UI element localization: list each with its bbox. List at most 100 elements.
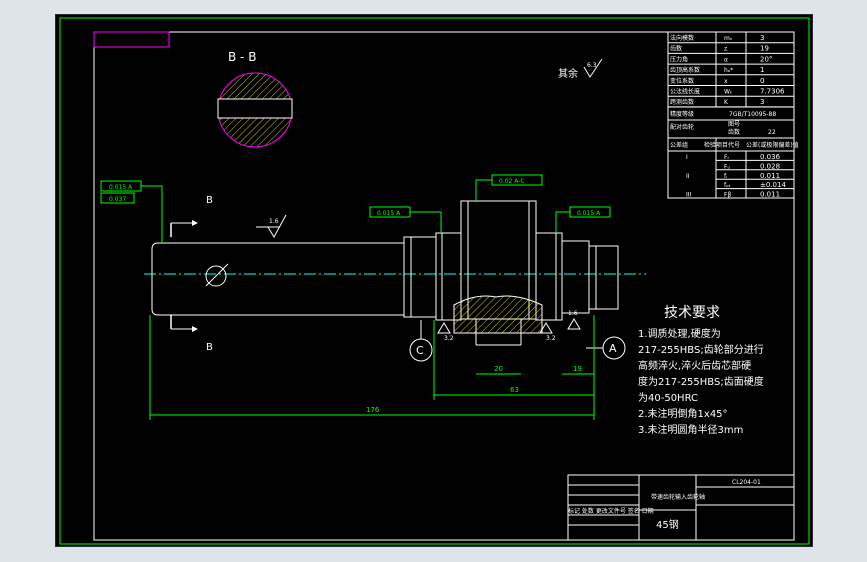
datum-a-marker: A (586, 336, 626, 360)
gear-param-symbol: x (724, 78, 728, 85)
svg-text:63: 63 (510, 386, 519, 394)
svg-text:0.02 A-C: 0.02 A-C (499, 178, 525, 185)
corner-box (93, 31, 170, 48)
gear-param-row: 法向模数 mₙ 3 (668, 34, 794, 44)
gear-param-symbol: Wₖ (724, 89, 733, 96)
tolerance-group-row: fₚₜ ±0.014 (716, 181, 794, 189)
tolerance-group-label: II (686, 173, 690, 180)
gear-param-value: 7.7306 (760, 88, 785, 96)
gear-param-value: 20° (760, 55, 772, 63)
surface-finish-label: 其余 (558, 67, 578, 80)
tolerance-frame-right: 0.015 A (555, 206, 611, 233)
gear-param-value: 0 (760, 77, 764, 85)
tolerance-group-label: I (686, 154, 688, 161)
dimension-overall: 176 (149, 315, 595, 420)
gear-param-row: 齿顶高系数 hₐ* 1 (668, 66, 794, 76)
section-view-label: B - B (228, 50, 256, 64)
tolerance-group-label: III (686, 192, 692, 199)
tolerance-frame-left: 0.015 A 0.037 (100, 180, 163, 243)
title-sign-row: 标记 处数 更改文件号 签名 日期 (568, 507, 654, 515)
gear-param-value: 3 (760, 98, 764, 106)
svg-text:图号: 图号 (728, 121, 740, 128)
gear-param-symbol: K (724, 99, 729, 106)
svg-text:C: C (416, 344, 424, 357)
svg-text:0.015 A: 0.015 A (377, 210, 401, 217)
tech-requirement-line: 3.未注明圆角半径3mm (638, 423, 743, 436)
svg-text:22: 22 (768, 129, 776, 136)
tolerance-code: fᵢ (724, 173, 727, 180)
gear-param-symbol: hₐ* (724, 67, 733, 74)
svg-text:A: A (609, 342, 617, 355)
tech-requirement-line: 度为217-255HBS;齿面硬度 (638, 375, 764, 388)
svg-text:检验项目代号: 检验项目代号 (704, 141, 740, 149)
svg-text:1.6: 1.6 (568, 310, 578, 317)
gear-param-symbol: mₙ (724, 35, 733, 42)
tolerance-code: fₚₜ (724, 182, 731, 189)
roughness-symbol-1: 1.6 (256, 214, 287, 239)
svg-text:齿数: 齿数 (728, 128, 740, 136)
tech-requirement-line: 2.未注明倒角1x45° (638, 407, 728, 420)
svg-text:7GB/T10095-88: 7GB/T10095-88 (729, 111, 776, 118)
tolerance-value: ±0.014 (760, 181, 786, 189)
svg-text:0.015 A: 0.015 A (577, 210, 601, 217)
gear-param-row: 公法线长度 Wₖ 7.7306 (668, 88, 794, 97)
tolerance-frame-middle: 0.015 A (369, 206, 442, 233)
svg-text:176: 176 (366, 406, 380, 414)
gear-param-name: 压力角 (670, 55, 688, 63)
svg-text:3.2: 3.2 (444, 335, 454, 342)
gear-param-name: 公法线长度 (670, 88, 700, 96)
dimension-end: 19 (562, 365, 594, 375)
surface-finish-symbol: 6.3 (583, 58, 603, 78)
dimension-hub: 20 (476, 365, 521, 375)
gear-param-row: 齿数 z 19 (668, 45, 794, 54)
svg-text:20: 20 (494, 365, 503, 373)
svg-text:公差(或极限偏差)值: 公差(或极限偏差)值 (746, 141, 799, 149)
svg-text:0.037: 0.037 (109, 196, 126, 203)
tolerance-value: 0.036 (760, 153, 781, 161)
dimension-mid: 63 (433, 320, 594, 400)
tech-requirement-line: 为40-50HRC (638, 392, 698, 404)
svg-text:0.015 A: 0.015 A (109, 184, 133, 191)
tech-requirement-line: 217-255HBS;齿轮部分进行 (638, 343, 764, 356)
section-view-circle (217, 72, 293, 148)
section-cut-mark-bottom: B (170, 315, 213, 353)
gear-param-name: 齿数 (670, 45, 682, 53)
svg-text:3.2: 3.2 (546, 335, 556, 342)
gear-section-hatch (453, 295, 543, 334)
tolerance-frame-top: 0.02 A-C (475, 174, 543, 201)
tech-requirements: 技术要求 1.调质处理,硬度为 217-255HBS;齿轮部分进行高频淬火,淬火后… (638, 305, 764, 436)
tech-requirements-title: 技术要求 (664, 305, 720, 321)
gear-param-name: 变位系数 (670, 77, 694, 85)
svg-text:精度等级: 精度等级 (670, 110, 694, 118)
gear-extra-section: 精度等级 7GB/T10095-88 配对齿轮 图号 齿数 22 公差组 检验项… (668, 106, 799, 198)
gear-param-value: 1 (760, 66, 764, 74)
tolerance-code: Fᵤ (724, 163, 730, 170)
tolerance-value: 0.028 (760, 162, 780, 170)
datum-c-marker: C (409, 320, 433, 362)
title-drawing-no: CL204-01 (732, 479, 761, 486)
tech-requirement-line: 1.调质处理,硬度为 (638, 327, 721, 340)
svg-text:公差组: 公差组 (670, 141, 688, 149)
drawing-canvas[interactable]: B - B 其余 6.3 (55, 14, 813, 547)
gear-param-name: 法向模数 (670, 34, 694, 42)
gear-param-symbol: α (724, 56, 728, 63)
roughness-symbol-4: 1.6 (567, 310, 581, 330)
tech-requirement-line: 高频淬火,淬火后齿芯部硬 (638, 359, 751, 372)
gear-param-value: 19 (760, 45, 769, 53)
svg-text:配对齿轮: 配对齿轮 (670, 123, 694, 131)
gear-param-name: 齿顶高系数 (670, 66, 700, 74)
tolerance-value: 0.011 (760, 191, 780, 199)
svg-text:6.3: 6.3 (587, 62, 597, 69)
gear-param-row: 压力角 α 20° (668, 55, 794, 65)
gear-param-row: 变位系数 x 0 (668, 77, 794, 86)
title-block (567, 474, 795, 541)
gear-param-value: 3 (760, 34, 764, 42)
title-part-name: 带速齿轮输入齿轮轴 (651, 493, 705, 501)
gear-param-symbol: z (724, 46, 727, 53)
roughness-symbol-3: 3.2 (539, 322, 556, 342)
